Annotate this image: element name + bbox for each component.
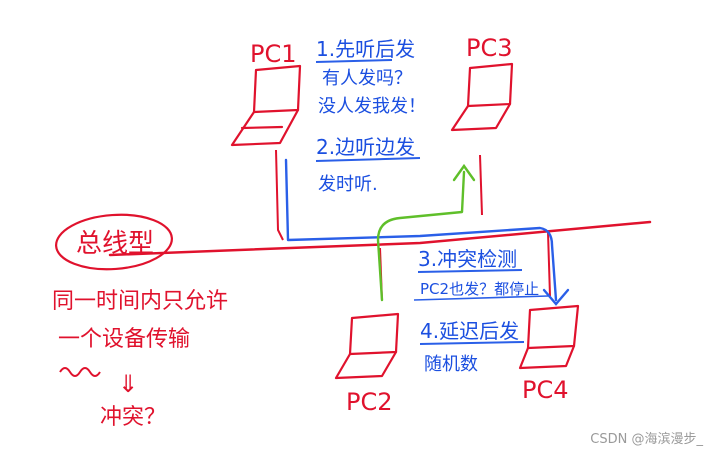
pc4-label: PC4 [522, 376, 569, 404]
bus-type-circle [55, 213, 173, 271]
pc1-drop-line [275, 149, 284, 241]
signal-arrowhead-icon [542, 288, 570, 306]
step3-line1: PC2也发？都停止 [420, 280, 539, 298]
step1-line2: 没人发我发！ [318, 96, 426, 117]
step2-underline [315, 157, 421, 162]
pc4-drop-line [547, 231, 551, 297]
bus-note-line2: 一个设备传输 [58, 327, 190, 352]
step2-line1: 发时听. [318, 174, 378, 195]
step3-title: 3.冲突检测 [418, 247, 517, 271]
bus-line [108, 220, 652, 257]
bus-note-line1: 同一时间内只允许 [52, 289, 228, 314]
pc3-laptop-icon [450, 62, 514, 132]
pc4-laptop-icon [518, 304, 580, 370]
step1-line1: 有人发吗？ [322, 68, 412, 89]
step1-underline [315, 59, 393, 63]
down-arrow-icon: ⇓ [118, 370, 138, 398]
pc3-drop-line [479, 154, 483, 216]
pc1-laptop-icon [230, 64, 302, 147]
signal-path [284, 158, 558, 302]
step4-line1: 随机数 [424, 354, 478, 375]
watermark: CSDN @海滨漫步_ [590, 432, 703, 447]
conflict-arrowhead-icon [452, 163, 476, 182]
pc2-laptop-icon [334, 312, 400, 380]
step3-underline [417, 269, 523, 273]
squiggle-mark [59, 367, 101, 377]
conflict-label: 冲突？ [100, 405, 166, 430]
step3-divider [413, 295, 549, 301]
pc3-label: PC3 [466, 34, 513, 62]
pc1-label: PC1 [250, 40, 297, 68]
step4-title: 4.延迟后发 [420, 319, 519, 343]
step2-title: 2.边听边发 [316, 135, 415, 159]
step1-title: 1.先听后发 [316, 37, 415, 61]
step4-underline [419, 341, 525, 345]
pc2-label: PC2 [346, 388, 393, 416]
bus-circle-label: 总线型 [76, 229, 154, 259]
conflict-path [376, 170, 466, 302]
